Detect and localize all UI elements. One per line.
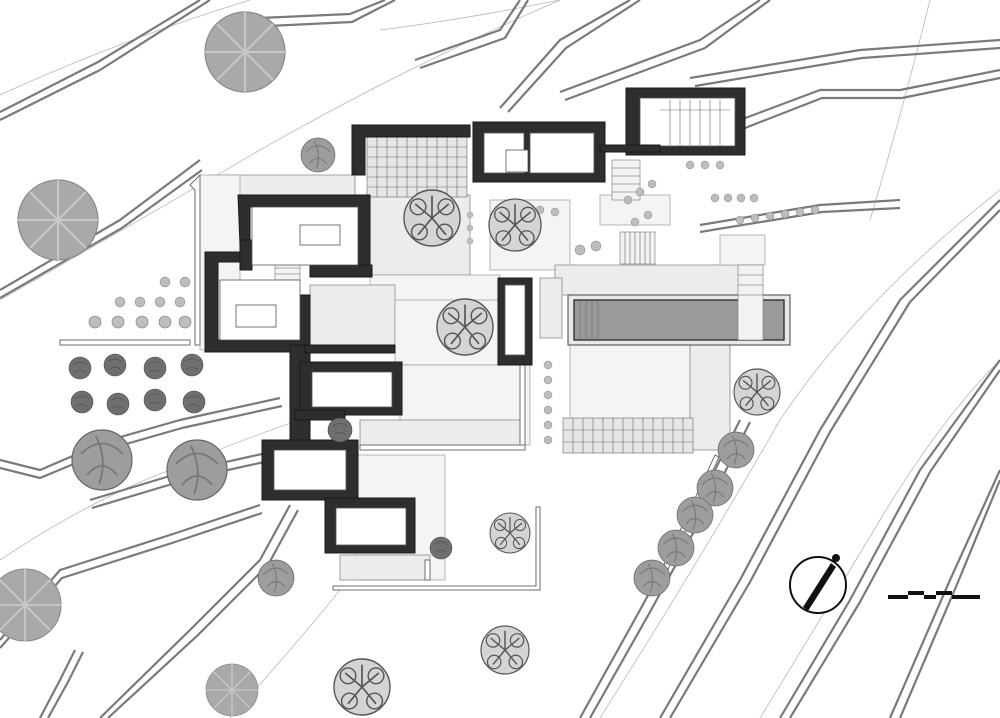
scale-bar-icon <box>888 591 980 599</box>
north-guest-house <box>472 121 606 183</box>
paved-areas <box>199 174 766 581</box>
olive-grove <box>68 276 206 416</box>
south-wing <box>261 409 359 501</box>
studio-building <box>599 87 746 156</box>
pergola-south <box>562 417 694 454</box>
steps <box>274 159 764 341</box>
pergola-north <box>366 136 468 198</box>
north-pavilion <box>351 124 471 176</box>
pool-house <box>497 277 533 366</box>
north-arrow-icon <box>789 554 847 614</box>
main-house <box>204 194 373 353</box>
south-guest-house <box>324 497 416 554</box>
